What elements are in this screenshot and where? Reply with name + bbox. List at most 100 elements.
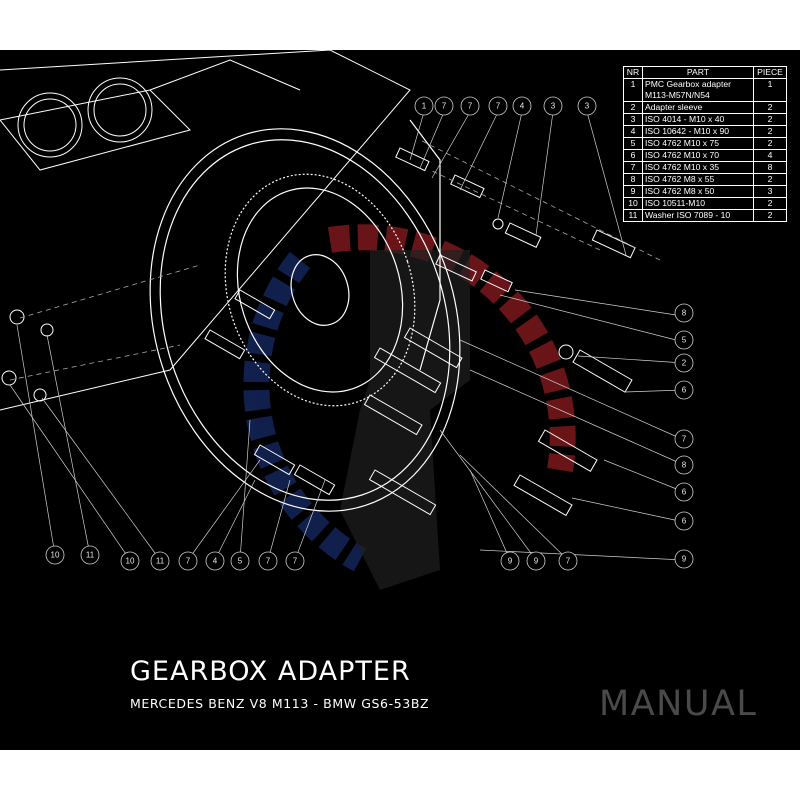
callout: 4 xyxy=(512,96,532,116)
logo-piston-shape xyxy=(340,250,470,590)
svg-text:1: 1 xyxy=(422,102,427,111)
svg-text:4: 4 xyxy=(520,102,525,111)
bolt xyxy=(403,327,463,369)
callout: 1 xyxy=(414,96,434,116)
callout: 11 xyxy=(80,545,100,565)
callout: 5 xyxy=(674,330,694,350)
svg-text:9: 9 xyxy=(534,557,539,566)
manual-watermark-label: MANUAL xyxy=(599,684,758,724)
callouts-top: 1 7 7 7 4 3 3 xyxy=(414,96,597,116)
nr-cell: 5 xyxy=(623,137,643,150)
svg-text:7: 7 xyxy=(682,435,687,444)
column-header-piece: PIECE xyxy=(753,66,787,79)
bolt xyxy=(480,269,513,293)
assembly-lines xyxy=(9,139,661,381)
piece-cell: 8 xyxy=(753,161,787,174)
washer xyxy=(40,323,54,337)
svg-text:7: 7 xyxy=(186,557,191,566)
callout: 6 xyxy=(674,482,694,502)
leader-lines xyxy=(9,111,685,561)
svg-text:3: 3 xyxy=(585,102,590,111)
bolt xyxy=(253,444,296,476)
callout: 2 xyxy=(674,353,694,373)
svg-text:2: 2 xyxy=(682,359,687,368)
part-cell: Adapter sleeve xyxy=(642,101,754,114)
part-cell: ISO 4762 M10 x 75 xyxy=(642,137,754,150)
svg-text:8: 8 xyxy=(682,461,687,470)
bolt xyxy=(450,174,485,199)
callout: 3 xyxy=(543,96,563,116)
page-title: GEARBOX ADAPTER xyxy=(130,656,411,687)
piece-cell: 1 xyxy=(753,78,787,102)
bolt-group xyxy=(1,147,636,517)
svg-text:7: 7 xyxy=(468,102,473,111)
svg-text:11: 11 xyxy=(86,551,95,560)
callout: 7 xyxy=(434,96,454,116)
engine-block xyxy=(0,50,411,411)
adapter-plate xyxy=(149,119,461,512)
callout: 4 xyxy=(205,551,225,571)
nut xyxy=(9,309,25,325)
bolt xyxy=(395,147,430,172)
bolt xyxy=(435,254,477,282)
part-cell: ISO 4762 M8 x 50 xyxy=(642,185,754,198)
piece-cell: 2 xyxy=(753,197,787,210)
svg-text:5: 5 xyxy=(682,336,687,345)
svg-text:6: 6 xyxy=(682,386,687,395)
piece-cell: 2 xyxy=(753,137,787,150)
bolt xyxy=(504,222,542,249)
nr-cell: 6 xyxy=(623,149,643,162)
nr-cell: 1 xyxy=(623,78,643,102)
callout: 11 xyxy=(150,551,170,571)
bolt xyxy=(204,329,246,360)
bolt xyxy=(363,394,423,436)
svg-text:4: 4 xyxy=(213,557,218,566)
nr-cell: 7 xyxy=(623,161,643,174)
callout: 10 xyxy=(120,551,140,571)
svg-text:9: 9 xyxy=(508,557,513,566)
callout: 9 xyxy=(500,551,520,571)
callout: 9 xyxy=(674,549,694,569)
column-header-part: PART xyxy=(642,66,754,79)
callout: 7 xyxy=(285,551,305,571)
svg-text:6: 6 xyxy=(682,517,687,526)
brand-logo-watermark xyxy=(243,224,576,590)
callout: 10 xyxy=(45,545,65,565)
callout: 8 xyxy=(674,303,694,323)
callout: 7 xyxy=(558,551,578,571)
piece-cell: 4 xyxy=(753,149,787,162)
drawing-sheet: 1 7 7 7 4 3 3 8 5 2 6 7 8 6 6 9 10 11 10… xyxy=(0,50,800,750)
bolt xyxy=(234,289,276,320)
bellhousing-outline xyxy=(149,128,461,512)
bolt xyxy=(572,349,633,393)
svg-text:9: 9 xyxy=(682,555,687,564)
logo-blue-arc xyxy=(243,251,367,572)
page-subtitle: MERCEDES BENZ V8 M113 - BMW GS6-53BZ xyxy=(130,696,430,711)
nr-cell: 9 xyxy=(623,185,643,198)
svg-text:10: 10 xyxy=(126,557,135,566)
svg-text:7: 7 xyxy=(442,102,447,111)
svg-text:11: 11 xyxy=(156,557,165,566)
callouts-bottom: 10 11 10 11 7 4 5 7 7 9 9 7 xyxy=(45,545,578,571)
column-header-nr: NR xyxy=(623,66,643,79)
svg-text:3: 3 xyxy=(551,102,556,111)
nr-cell: 10 xyxy=(623,197,643,210)
callout: 5 xyxy=(230,551,250,571)
bolt xyxy=(537,429,598,472)
piece-cell: 2 xyxy=(753,209,787,222)
piece-cell: 2 xyxy=(753,113,787,126)
piece-cell: 2 xyxy=(753,173,787,186)
svg-text:7: 7 xyxy=(496,102,501,111)
callout: 7 xyxy=(258,551,278,571)
cylinder-bore xyxy=(87,77,153,143)
callout: 9 xyxy=(526,551,546,571)
callout: 7 xyxy=(460,96,480,116)
